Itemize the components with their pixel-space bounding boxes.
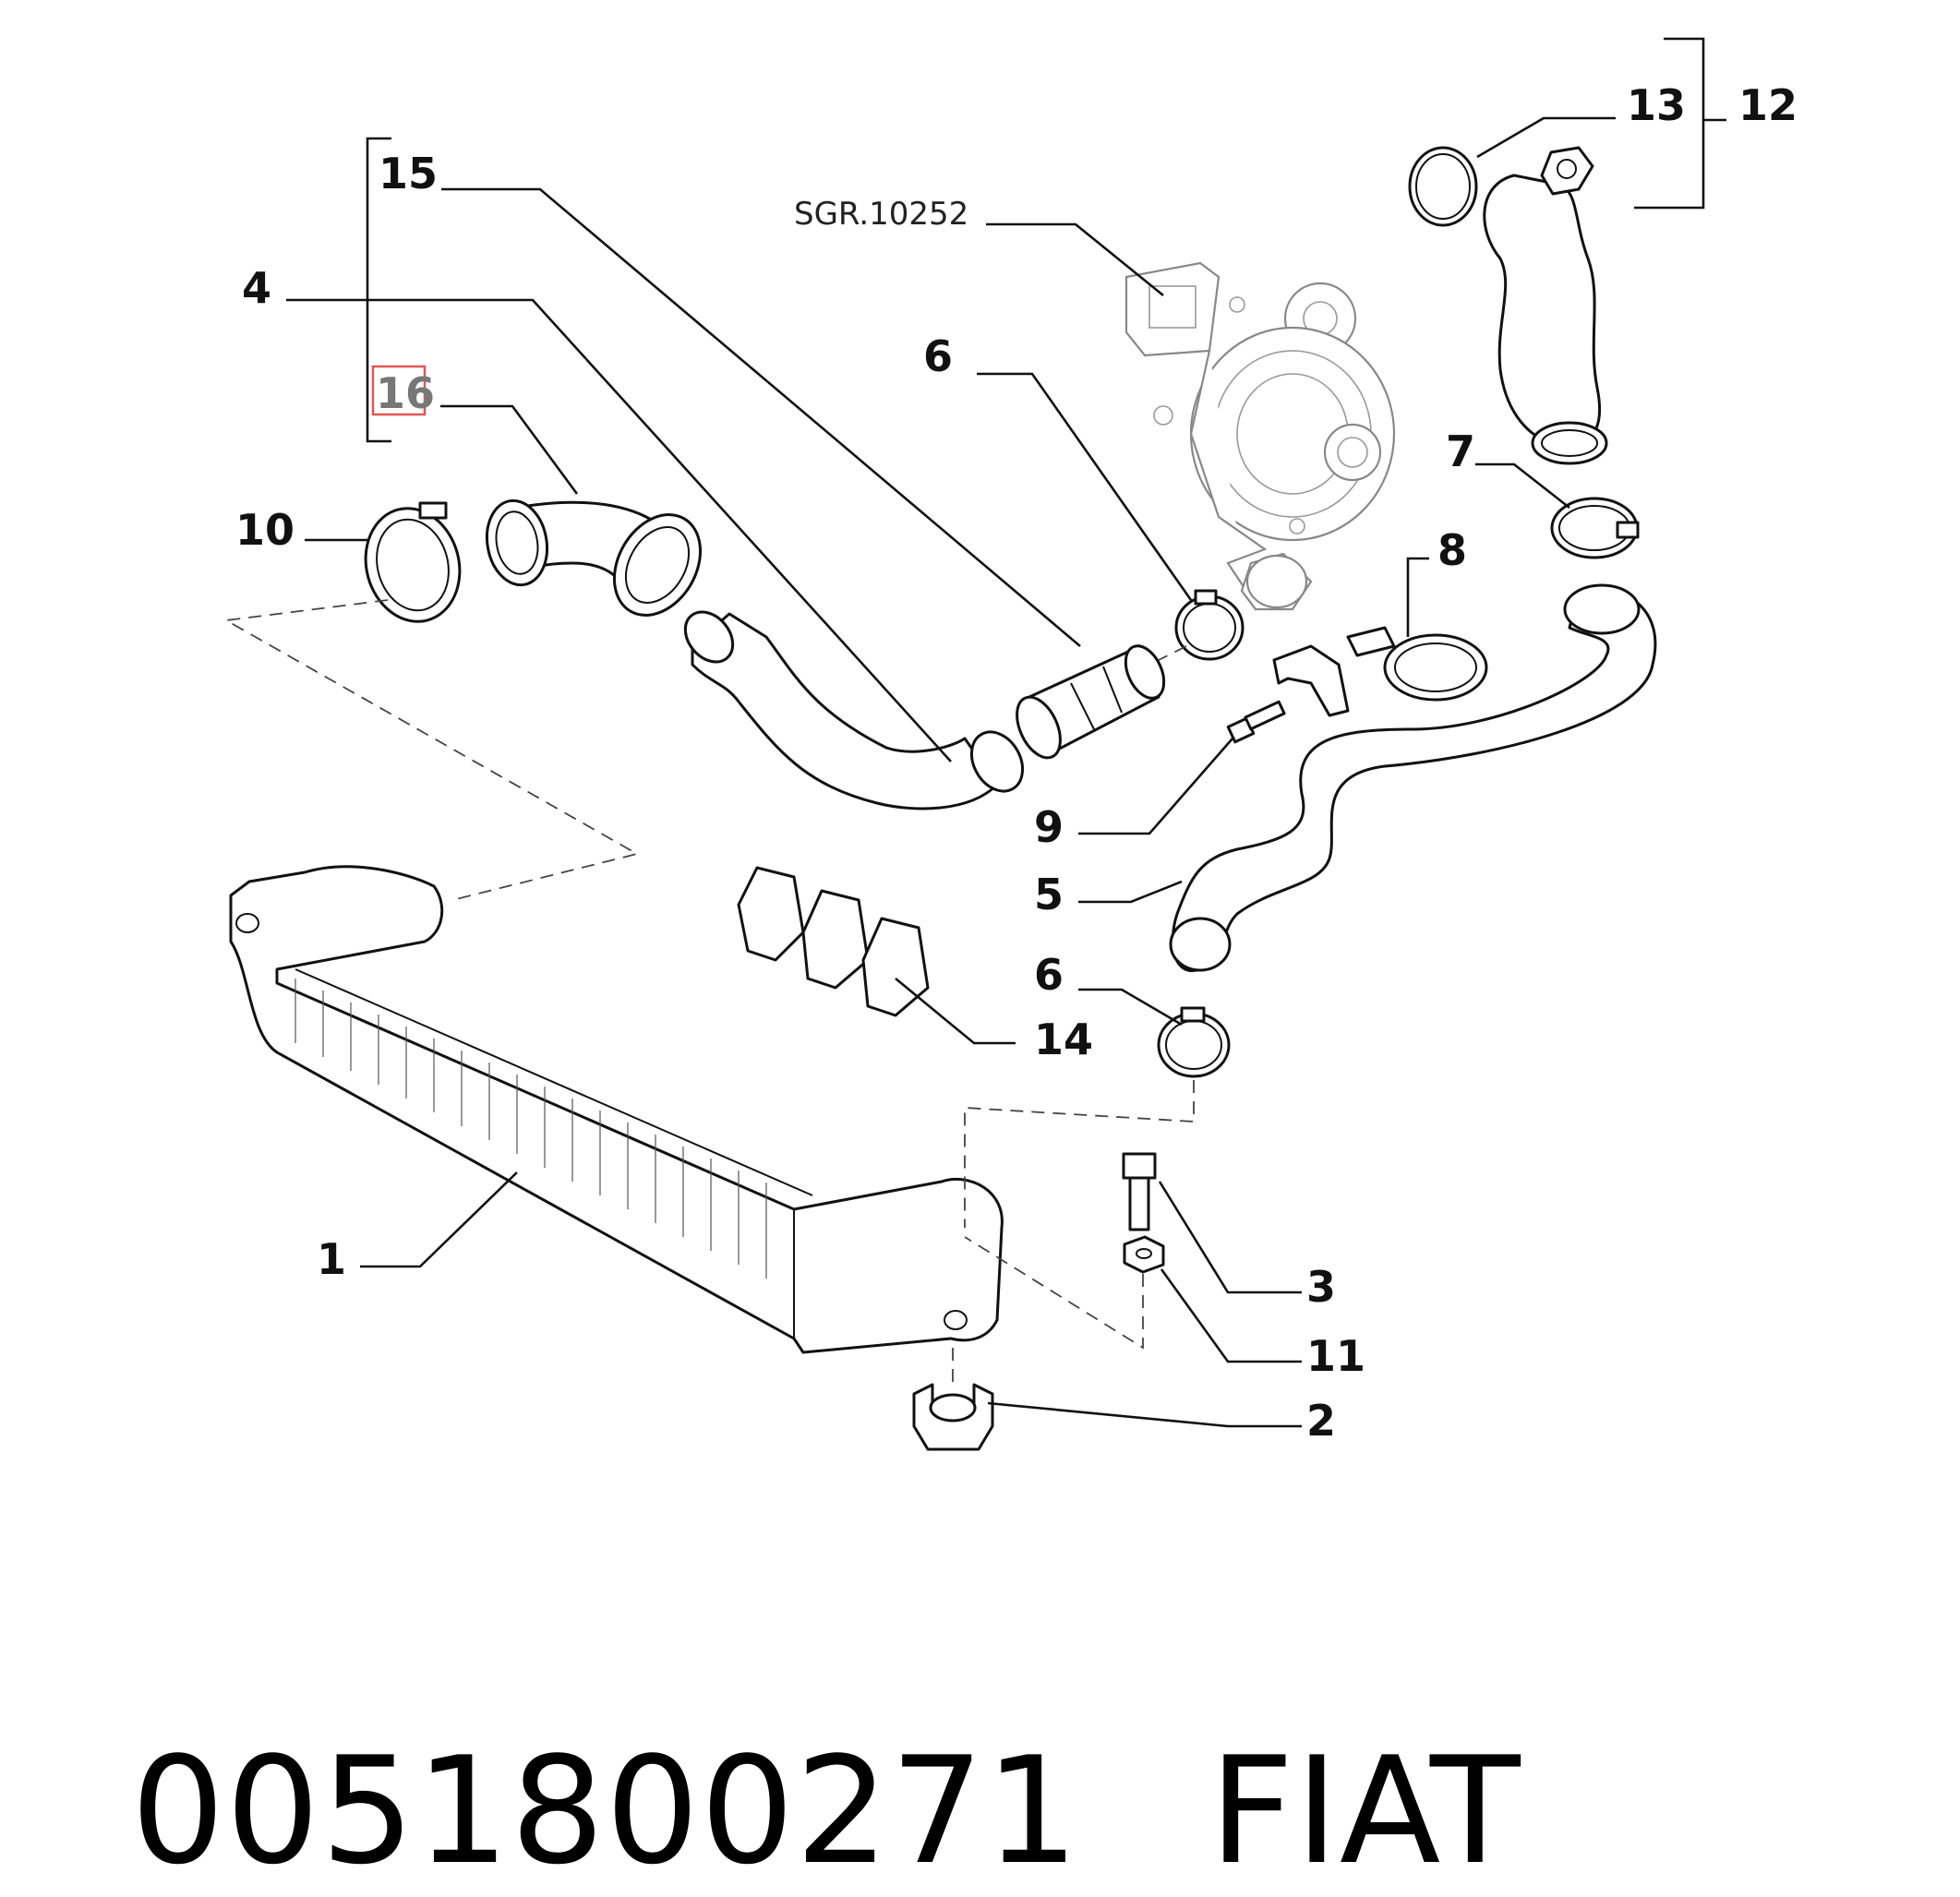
clips-14 [737,866,930,1017]
callout-16: 16 [376,368,435,418]
dashed-line-6-lower [964,1080,1195,1228]
callout-3: 3 [1306,1262,1336,1312]
leader-11 [1160,1268,1302,1363]
bracket-8 [1272,626,1488,717]
callout-2: 2 [1306,1396,1336,1446]
bracket-15-16 [366,137,391,443]
leader-8 [1406,557,1429,637]
leader-14 [895,977,1016,1045]
callout-11: 11 [1306,1331,1365,1381]
clamp-7 [1550,497,1640,559]
hose-5 [1169,583,1657,973]
leader-6-lower [1078,988,1183,1027]
highlight-box-16 [371,365,427,416]
parts-diagram: 15 4 16 10 SGR.10252 6 13 12 7 8 9 5 6 1… [223,37,1798,1451]
bracket-12-13 [1634,37,1705,210]
callout-12: 12 [1738,80,1798,130]
callout-8: 8 [1437,525,1467,575]
leader-16 [440,404,579,495]
callout-14: 14 [1034,1015,1093,1064]
callout-13: 13 [1627,80,1686,130]
leader-9 [1078,738,1233,835]
clamp-6-upper [1174,589,1245,661]
leader-ref [986,222,1164,297]
elbow-hose-16 [485,498,703,617]
dashed-line-11 [964,1236,1144,1350]
bolt-9 [1226,700,1286,744]
leader-4 [286,298,952,762]
pipe-12 [1483,146,1608,465]
leader-2 [987,1401,1302,1428]
clamp-6-lower [1157,1006,1231,1078]
brand-name: FIAT [1208,1724,1521,1897]
pipe-4 [683,610,1025,810]
leader-5 [1078,880,1183,904]
intercooler-fins [295,979,767,1279]
turbocharger-reference [1124,261,1396,611]
leader-6-upper [977,372,1193,601]
leader-1 [360,1171,518,1268]
bolt-3 [1122,1152,1157,1231]
callout-7: 7 [1446,426,1475,476]
nut-11 [1123,1235,1165,1274]
callout-15: 15 [379,149,438,198]
callout-9: 9 [1034,802,1064,852]
clamp-10 [364,501,462,623]
leader-7 [1475,462,1570,510]
callout-10: 10 [235,505,295,555]
o-ring-13 [1408,146,1478,227]
intercooler-1 [229,865,1004,1354]
dashed-line-6-upper [1158,645,1187,661]
callout-6-lower: 6 [1034,950,1064,1000]
leader-15 [441,187,1081,647]
leader-3 [1158,1181,1302,1294]
callout-5: 5 [1034,870,1064,919]
callout-6-upper: 6 [923,331,953,381]
leader-13 [1476,116,1616,159]
callout-4: 4 [242,263,271,313]
mount-2 [912,1383,994,1451]
callout-1: 1 [317,1234,346,1284]
connector-15 [1016,644,1166,760]
dashed-line-10 [223,599,640,901]
reference-label: SGR.10252 [794,196,968,233]
part-number: 0051800271 [130,1724,1080,1897]
